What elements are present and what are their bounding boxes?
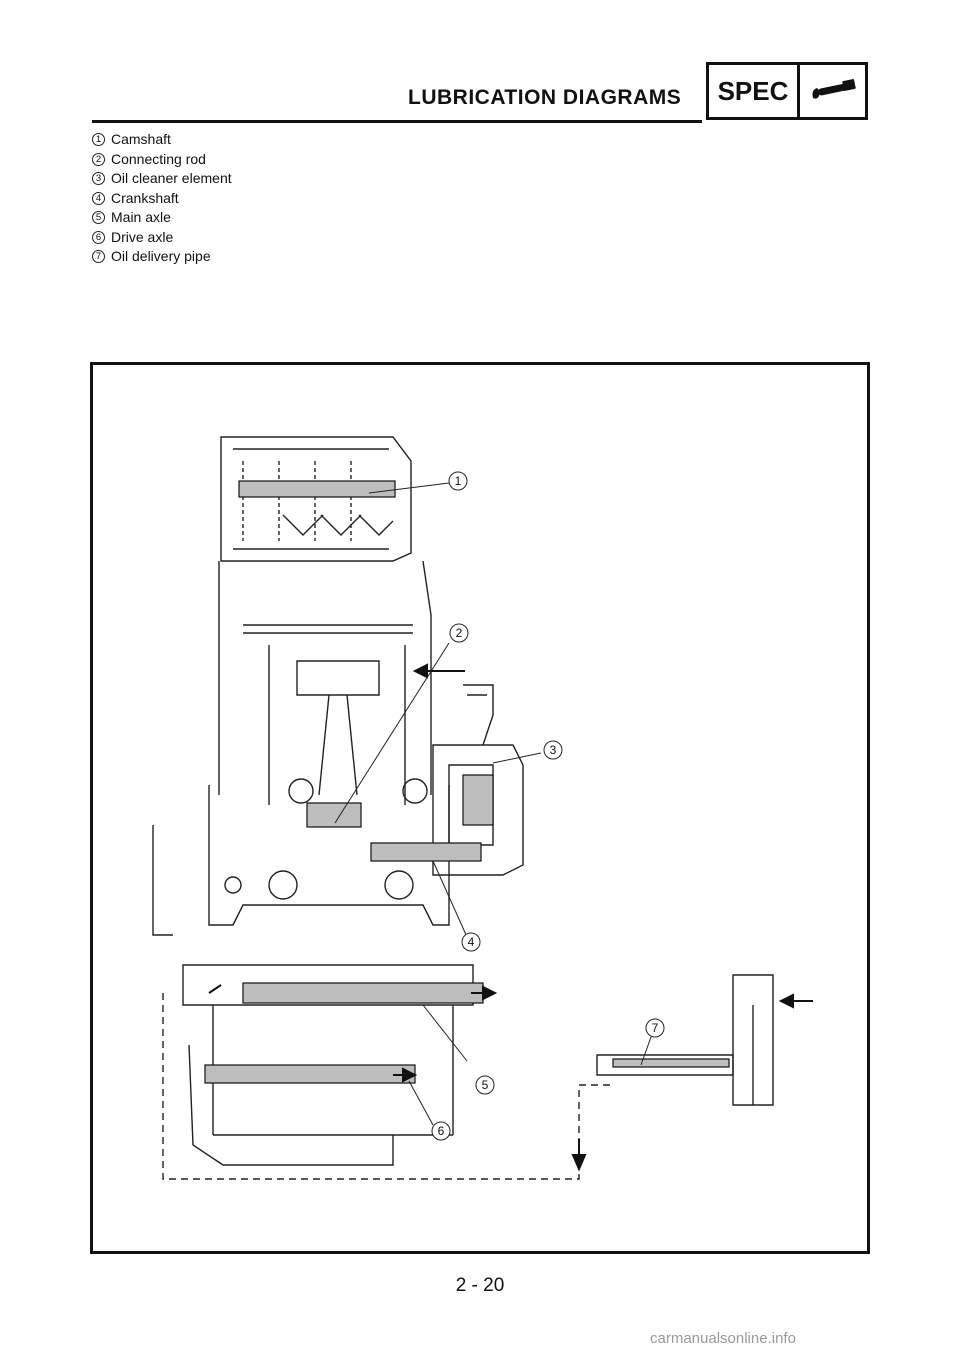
- callout-4: 4: [468, 935, 475, 949]
- page-number: 2 - 20: [455, 1275, 505, 1296]
- legend-label: Oil cleaner element: [111, 170, 232, 186]
- legend-item: 1 Camshaft: [92, 130, 232, 150]
- legend-label: Crankshaft: [111, 189, 179, 206]
- callout-7: 7: [652, 1021, 659, 1035]
- legend-label: Oil delivery pipe: [111, 248, 211, 264]
- legend-label: Drive axle: [111, 228, 174, 245]
- wrench-icon: [800, 65, 865, 117]
- callout-1: 1: [455, 474, 462, 488]
- legend-number: 5: [92, 211, 105, 225]
- header-rule: [92, 120, 702, 123]
- legend-item: 2 Connecting rod: [92, 150, 232, 170]
- legend-number: 1: [92, 133, 105, 147]
- legend-item: 5 Main axle: [92, 208, 232, 228]
- legend-item: 4 Crankshaft: [92, 189, 232, 209]
- legend-item: 7 Oil delivery pipe: [92, 247, 232, 267]
- legend-number: 2: [92, 152, 105, 166]
- engine-cross-section: 1 2 3 4 5 6 7: [152, 436, 813, 1180]
- spec-box: SPEC: [706, 62, 868, 120]
- legend-label: Connecting rod: [111, 150, 206, 167]
- legend-number: 3: [92, 172, 105, 186]
- lubrication-diagram: 1 2 3 4 5 6 7: [90, 362, 870, 1254]
- legend-item: 3 Oil cleaner element: [92, 169, 232, 189]
- legend-list: 1 Camshaft 2 Connecting rod 3 Oil cleaner e…: [92, 130, 232, 267]
- callout-2: 2: [456, 626, 463, 640]
- legend-label: Main axle: [111, 209, 171, 225]
- legend-number: 7: [92, 250, 105, 264]
- callout-3: 3: [550, 743, 557, 757]
- callout-5: 5: [482, 1078, 489, 1092]
- legend-label: Camshaft: [111, 131, 171, 147]
- legend-item: 6 Drive axle: [92, 228, 232, 248]
- legend-number: 4: [92, 191, 105, 205]
- page-title: LUBRICATION DIAGRAMS: [408, 86, 682, 109]
- watermark: carmanualsonline.info: [650, 1330, 796, 1347]
- legend-number: 6: [92, 230, 105, 244]
- callout-6: 6: [438, 1124, 445, 1138]
- spec-label: SPEC: [709, 65, 800, 117]
